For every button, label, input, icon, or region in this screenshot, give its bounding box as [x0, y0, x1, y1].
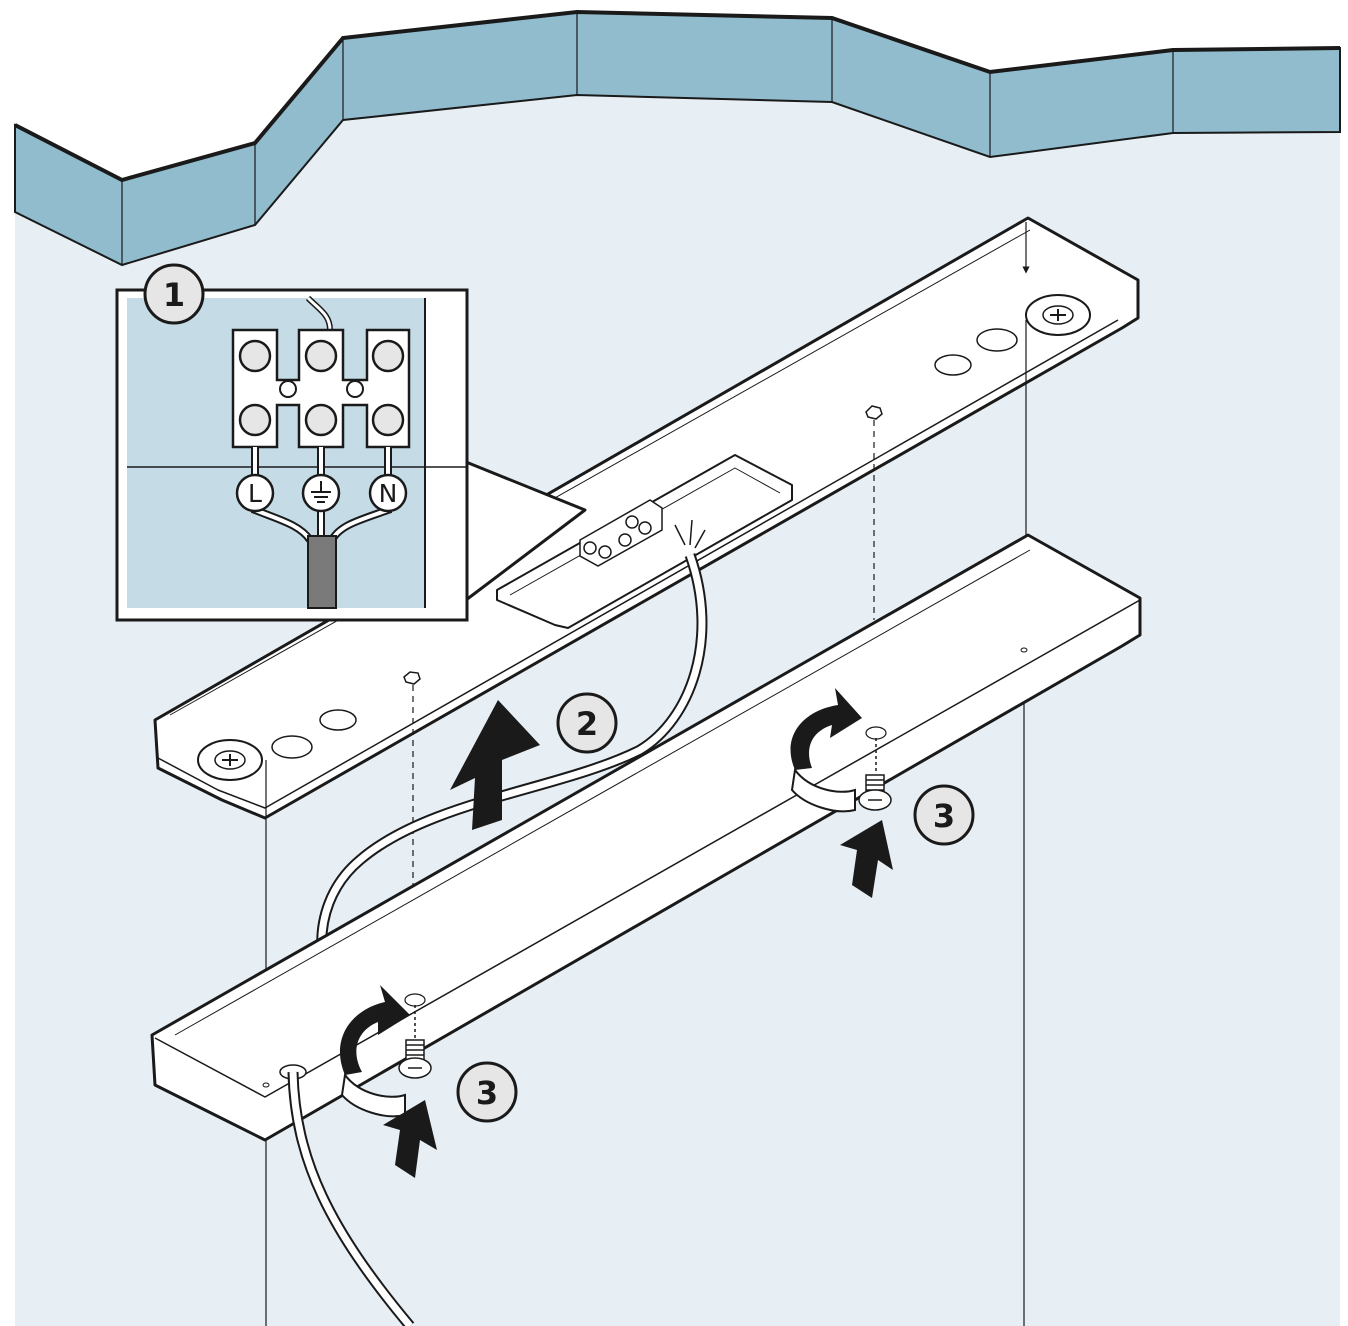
terminal-neutral: N	[368, 473, 408, 513]
step-badge-3-right: 3	[913, 784, 975, 846]
ceiling-band	[14, 0, 1341, 267]
lamp-canopy	[150, 533, 1142, 1142]
svg-text:2: 2	[576, 705, 598, 743]
svg-text:3: 3	[933, 797, 955, 835]
lift-arrow	[450, 700, 540, 830]
step-badge-3-left: 3	[456, 1061, 518, 1123]
supply-cable	[316, 519, 708, 951]
output-cable	[287, 1071, 415, 1326]
svg-text:L: L	[248, 479, 262, 508]
ground-icon	[311, 481, 331, 503]
svg-text:N: N	[379, 479, 398, 508]
wiring-detail-inset: L N	[115, 288, 587, 622]
terminal-earth	[301, 473, 341, 513]
tighten-arrow-right	[790, 688, 862, 813]
terminal-live: L	[235, 473, 275, 513]
plate-holes	[271, 328, 1018, 759]
canopy-screw-left	[398, 1005, 432, 1079]
cable-opening	[496, 454, 793, 629]
plate-screw-left	[197, 739, 263, 781]
canopy-screw-right	[858, 738, 892, 811]
plate-screw-right	[1025, 294, 1091, 336]
push-arrow-right	[840, 820, 893, 898]
svg-text:3: 3	[476, 1074, 498, 1112]
step-badge-2: 2	[556, 692, 618, 754]
step-badge-1: 1	[143, 263, 205, 325]
push-arrow-left	[383, 1100, 437, 1178]
terminal-block	[579, 499, 663, 567]
svg-text:1: 1	[163, 276, 185, 314]
